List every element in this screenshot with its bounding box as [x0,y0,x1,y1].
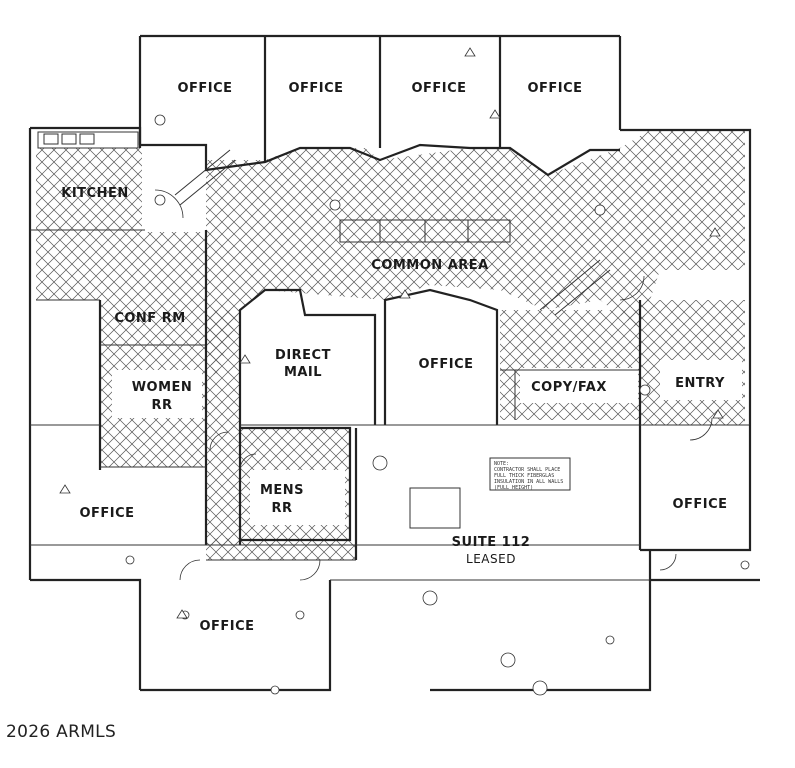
note-line-4: INSULATION IN ALL WALLS [494,479,563,485]
room-label-office-4: OFFICE [527,81,582,96]
construction-note: NOTE: CONTRACTOR SHALL PLACE FULL THICK … [494,461,563,491]
note-line-5: (FULL HEIGHT) [494,485,533,491]
room-label-women-rr: RR [151,398,172,413]
room-label-kitchen: KITCHEN [61,186,128,201]
room-label-office-2: OFFICE [288,81,343,96]
room-label-suite: SUITE 112 [452,535,531,550]
note-line-2: CONTRACTOR SHALL PLACE [494,467,560,473]
room-label-entry: ENTRY [675,376,725,391]
room-label-direct: DIRECT [275,348,331,363]
room-label-office-bottom: OFFICE [199,619,254,634]
plan-markers [59,47,750,696]
room-label-mail: MAIL [284,365,322,380]
room-label-common-area: COMMON AREA [371,258,488,273]
room-label-office-left: OFFICE [79,506,134,521]
copyright-watermark: 2026 ARMLS [6,722,117,742]
room-label-conf-rm: CONF RM [114,311,185,326]
walls [28,34,760,692]
door-swings [154,189,713,581]
room-label-copy-fax: COPY/FAX [531,380,607,395]
room-label-mens: MENS [260,483,304,498]
room-label-leased: LEASED [466,552,516,566]
room-label-office-1: OFFICE [177,81,232,96]
room-label-office-3: OFFICE [411,81,466,96]
room-label-office-right: OFFICE [672,497,727,512]
room-label-mens-rr: RR [271,501,292,516]
note-line-3: FULL THICK FIBERGLAS [494,473,554,479]
room-label-women: WOMEN [132,380,193,395]
room-label-office-center: OFFICE [418,357,473,372]
room-fills [112,318,742,525]
room-labels: OFFICE OFFICE OFFICE OFFICE KITCHEN COMM… [61,81,727,634]
note-line-1: NOTE: [494,461,509,467]
